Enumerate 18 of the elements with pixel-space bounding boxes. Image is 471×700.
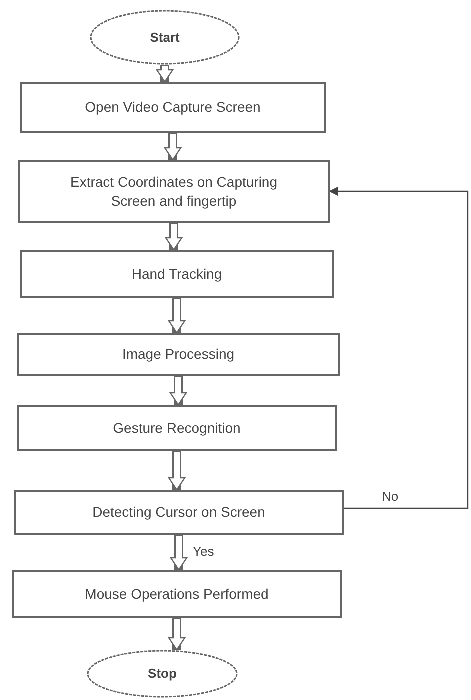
- terminal-ellipse: [90, 10, 240, 65]
- terminal-ellipse: [87, 650, 238, 698]
- process-box: [17, 405, 337, 451]
- process-box: [20, 250, 334, 298]
- node-label: Hand Tracking: [132, 264, 222, 284]
- node-label: Image Processing: [122, 345, 235, 364]
- process-box: [18, 160, 330, 223]
- node-label: Gesture Recognition: [113, 418, 241, 438]
- node-label: Stop: [148, 665, 177, 683]
- node-label: Extract Coordinates on Capturing Screen and fingertip: [70, 172, 278, 210]
- process-box: [14, 490, 344, 535]
- process-box: [20, 82, 326, 133]
- process-box: [12, 570, 342, 618]
- node-label: Detecting Cursor on Screen: [92, 503, 266, 522]
- process-box: [17, 333, 340, 376]
- node-label: Open Video Capture Screen: [85, 98, 261, 117]
- node-label: Start: [150, 28, 180, 46]
- node-label: Mouse Operations Performed: [85, 584, 269, 604]
